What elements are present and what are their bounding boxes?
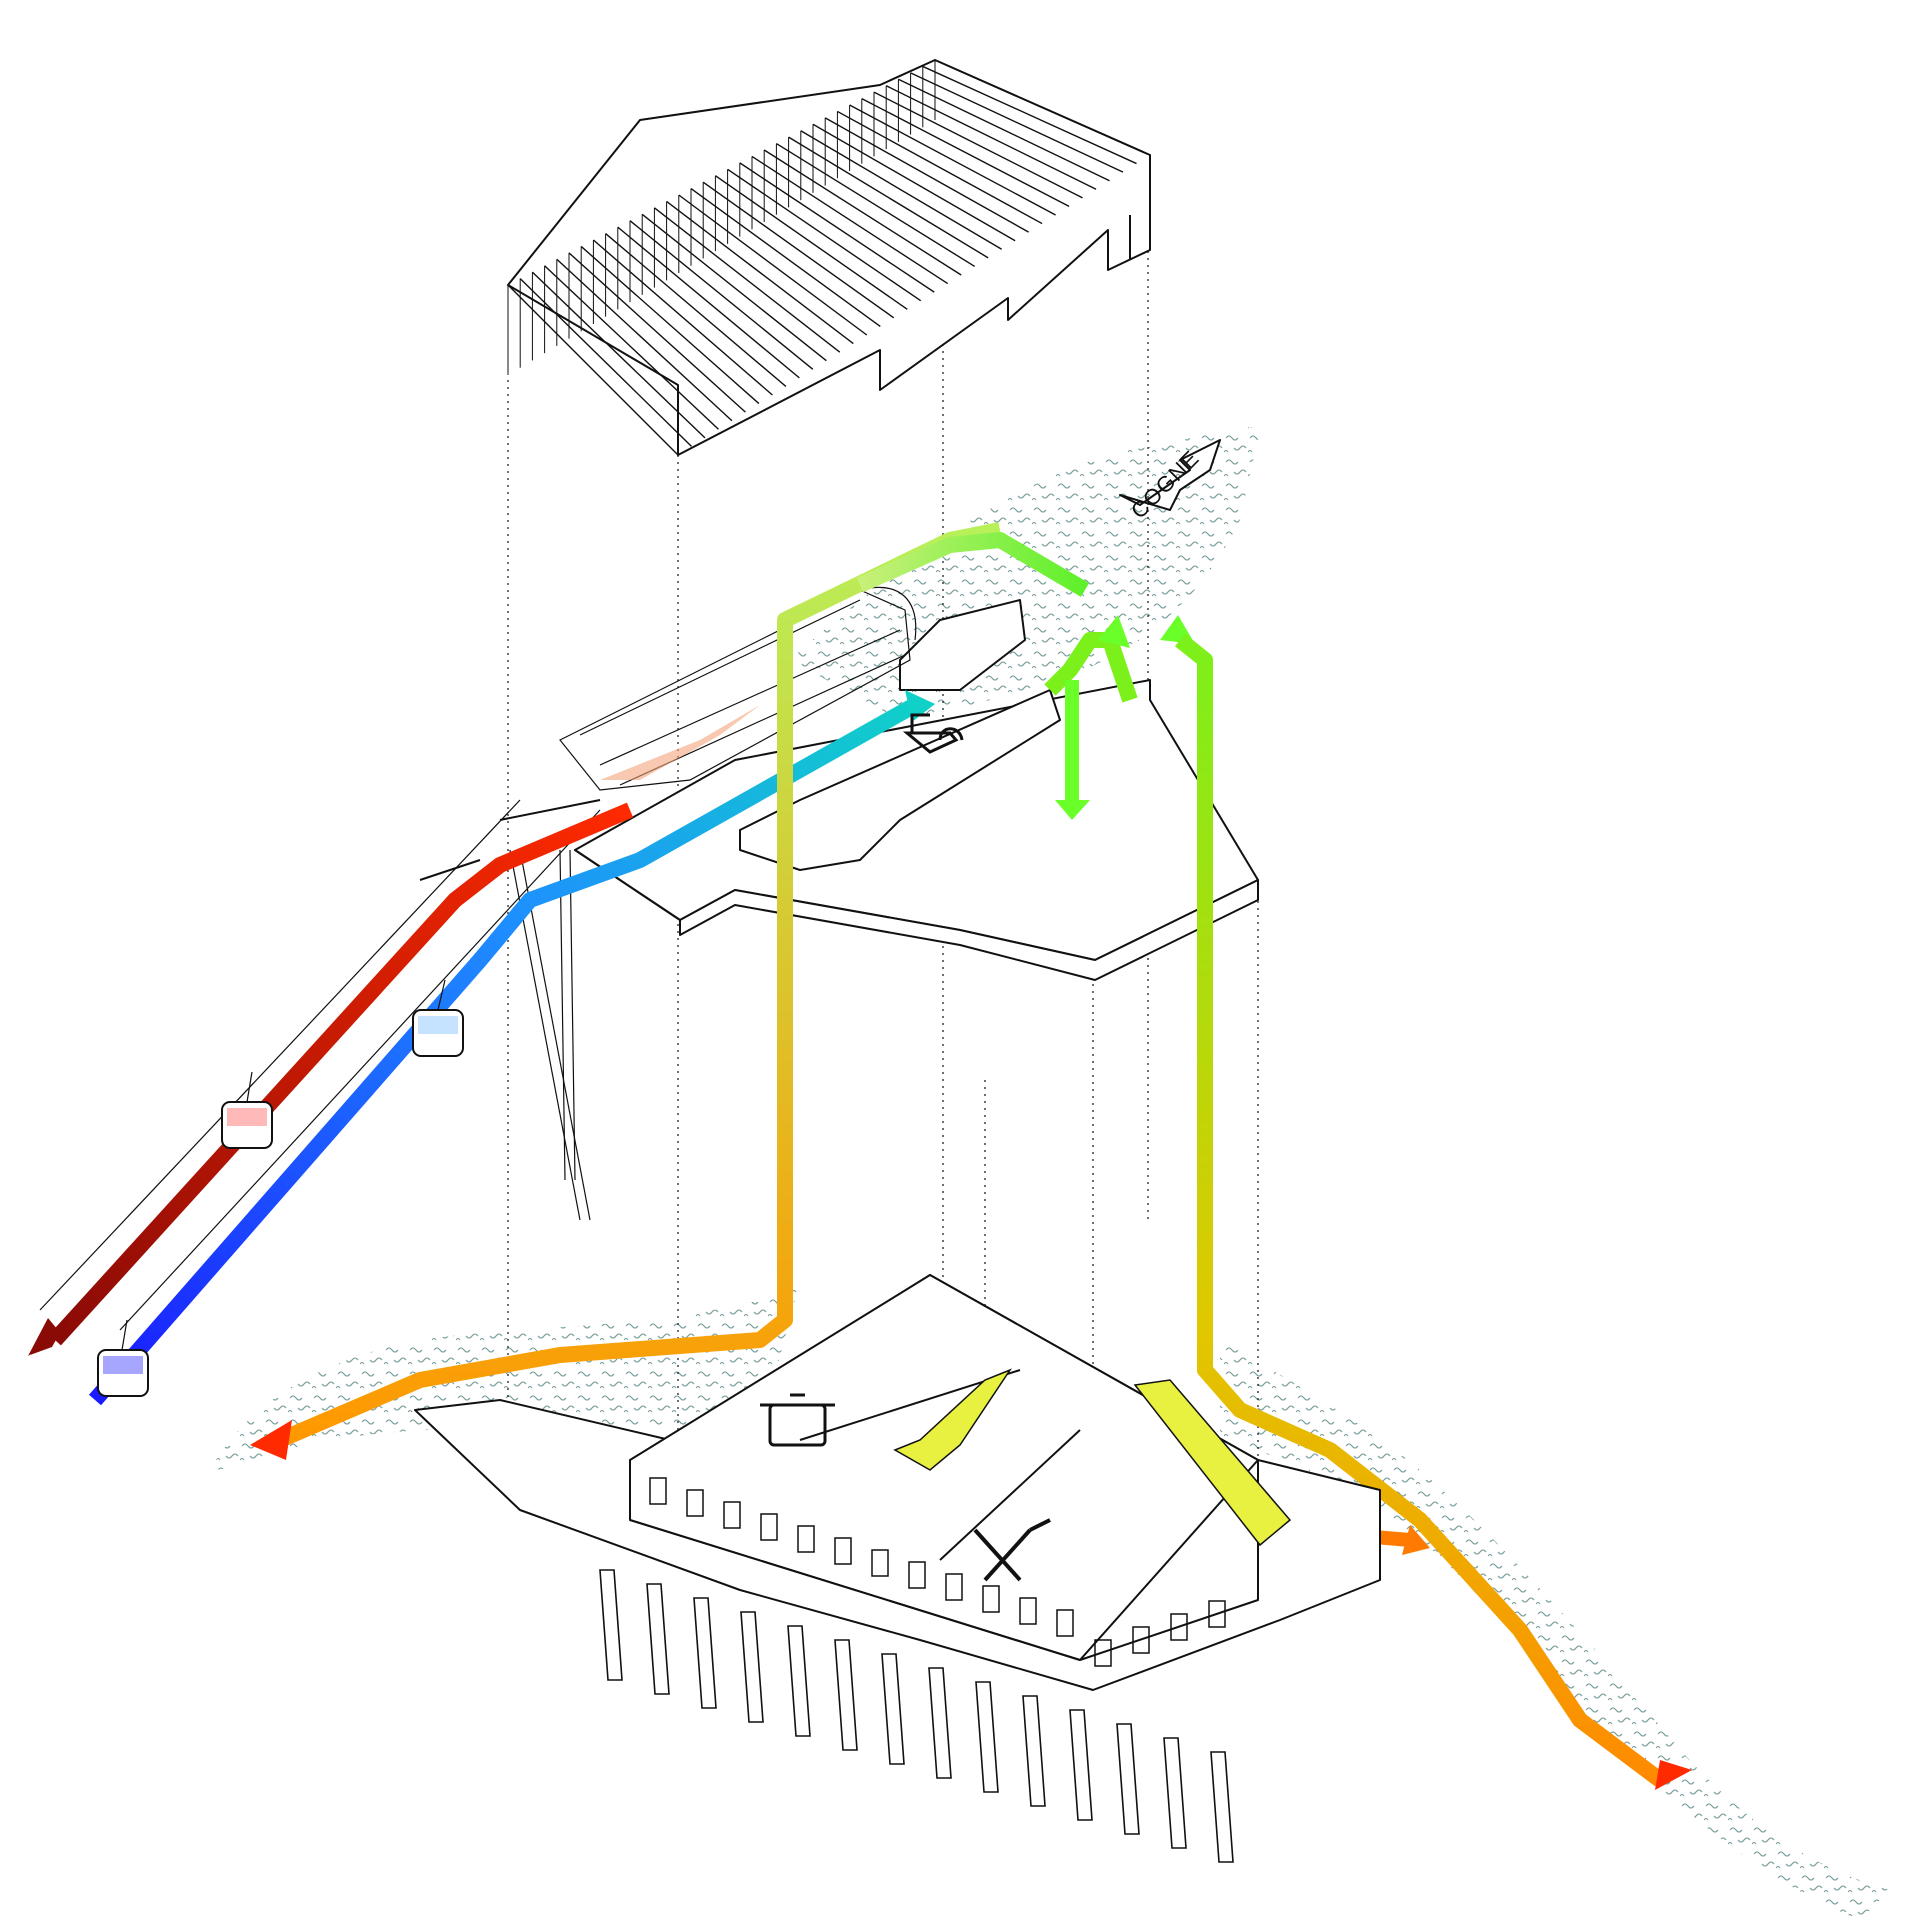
roof-rib [800, 130, 1003, 250]
roof-rib [617, 226, 800, 379]
roof-rib [788, 136, 989, 259]
cutlery-icon [973, 1518, 1051, 1582]
roof-rib [702, 181, 895, 319]
window [1019, 1597, 1037, 1625]
piloti [599, 1569, 623, 1681]
roof-rib [751, 155, 949, 285]
roof-rib [727, 168, 922, 302]
roof-rib [922, 65, 1137, 165]
roof-rib [824, 117, 1029, 233]
window [1208, 1600, 1226, 1628]
window [871, 1549, 889, 1577]
window [760, 1513, 778, 1541]
roof-rib [605, 233, 787, 387]
roof-rib [580, 245, 760, 405]
window [1094, 1639, 1112, 1667]
roof-structure [507, 59, 1151, 456]
roof-rib [690, 188, 881, 327]
stair-center [893, 1368, 1012, 1471]
roof-rib [531, 271, 706, 439]
piloti [693, 1597, 717, 1709]
roof-rib [653, 207, 841, 353]
roof-rib [776, 142, 976, 268]
roof-rib [507, 284, 679, 456]
piloti [1116, 1723, 1140, 1835]
piloti [1163, 1737, 1187, 1849]
window [797, 1525, 815, 1553]
piloti [881, 1653, 905, 1765]
roof-rib [873, 91, 1083, 199]
piloti [787, 1625, 811, 1737]
window [982, 1585, 1000, 1613]
piloti [928, 1667, 952, 1779]
roof-rib [812, 123, 1016, 242]
window [723, 1501, 741, 1529]
piloti [975, 1681, 999, 1793]
gondola-3 [97, 1319, 149, 1397]
roof-rib [934, 59, 1151, 156]
roof-rib [641, 213, 827, 362]
roof-rib [739, 162, 935, 293]
piloti [646, 1583, 670, 1695]
piloti [740, 1611, 764, 1723]
stair-right [1133, 1379, 1292, 1547]
roof-rib [763, 149, 962, 276]
window [649, 1477, 667, 1505]
roof-rib [898, 78, 1110, 182]
cable-lines [39, 799, 601, 1331]
piloti [1210, 1751, 1234, 1863]
gondola-2 [221, 1071, 273, 1149]
roof-rib [519, 278, 692, 447]
roof-rib [629, 220, 814, 370]
roof-rib [568, 252, 746, 413]
window [945, 1573, 963, 1601]
piloti [1022, 1695, 1046, 1807]
cooking-pot-icon [760, 1393, 835, 1447]
roof-rib [556, 258, 733, 422]
upper-platform [574, 599, 1259, 981]
roof-rib [666, 200, 854, 345]
window [908, 1561, 926, 1589]
roof-rib [837, 110, 1043, 225]
window [1170, 1613, 1188, 1641]
lower-building [414, 1274, 1381, 1863]
cable-car-bench-icon [902, 713, 964, 754]
window [1056, 1609, 1074, 1637]
roof-rib [678, 194, 868, 336]
window [686, 1489, 704, 1517]
roof-rib [592, 239, 773, 396]
roof-rib [885, 85, 1097, 190]
piloti [1069, 1709, 1093, 1821]
roof-rib [861, 97, 1070, 208]
roof-rib [544, 265, 719, 430]
roof-rib [715, 175, 908, 310]
piloti [834, 1639, 858, 1751]
window [1132, 1626, 1150, 1654]
roof-rib [910, 72, 1124, 173]
roof-rib [849, 104, 1056, 216]
window [834, 1537, 852, 1565]
gondola-1 [412, 979, 464, 1057]
terrain-upper [790, 427, 1260, 720]
